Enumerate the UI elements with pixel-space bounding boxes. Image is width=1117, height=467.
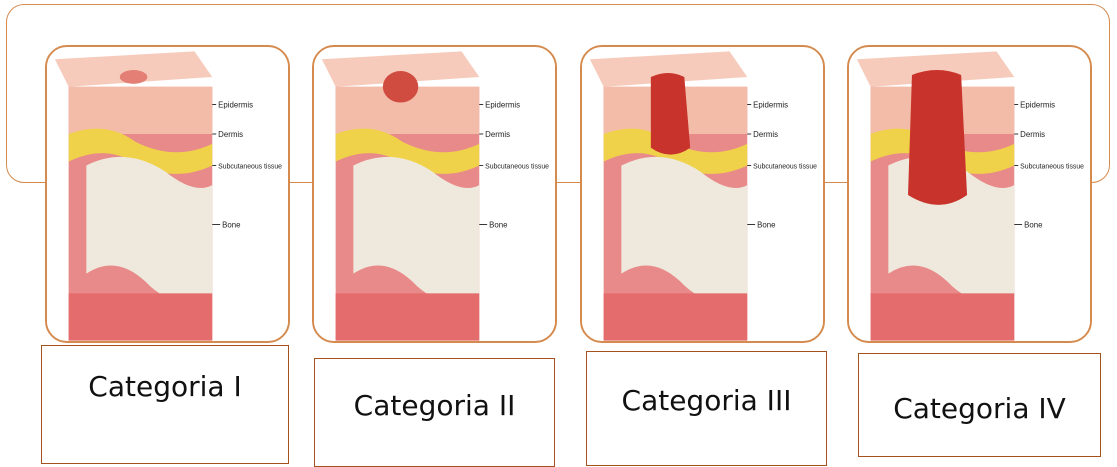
bone-label: Bone [489,220,508,229]
stage-4-illustration: Epidermis Dermis Subcutaneous tissue Bon… [849,47,1090,341]
bone-label: Bone [1024,220,1043,229]
stage-3-panel: Epidermis Dermis Subcutaneous tissue Bon… [580,45,825,343]
stage-2-panel: Epidermis Dermis Subcutaneous tissue Bon… [312,45,557,343]
caption-3: Categoria III [587,384,826,417]
subcutaneous-label: Subcutaneous tissue [485,163,549,170]
caption-2: Categoria II [315,389,554,422]
dermis-label: Dermis [218,130,243,139]
dermis-label: Dermis [485,130,510,139]
bone-label: Bone [757,220,776,229]
stage-2-illustration: Epidermis Dermis Subcutaneous tissue Bon… [314,47,555,341]
stage-1-panel: Epidermis Dermis Subcutaneous tissue Bon… [45,45,290,343]
subcutaneous-label: Subcutaneous tissue [218,163,282,170]
epidermis-label: Epidermis [485,100,520,109]
bone-label: Bone [222,220,241,229]
dermis-label: Dermis [1020,130,1045,139]
epidermis-label: Epidermis [218,100,253,109]
epidermis-label: Epidermis [1020,100,1055,109]
stage-1-illustration: Epidermis Dermis Subcutaneous tissue Bon… [47,47,288,341]
subcutaneous-label: Subcutaneous tissue [753,163,817,170]
caption-box-3: Categoria III [586,351,827,466]
caption-box-4: Categoria IV [858,353,1101,457]
caption-4: Categoria IV [859,392,1100,425]
epidermis-label: Epidermis [753,100,788,109]
dermis-label: Dermis [753,130,778,139]
caption-1: Categoria I [42,370,288,403]
caption-box-1: Categoria I [41,345,289,464]
stage-4-panel: Epidermis Dermis Subcutaneous tissue Bon… [847,45,1092,343]
stage-3-illustration: Epidermis Dermis Subcutaneous tissue Bon… [582,47,823,341]
caption-box-2: Categoria II [314,358,555,467]
subcutaneous-label: Subcutaneous tissue [1020,163,1084,170]
